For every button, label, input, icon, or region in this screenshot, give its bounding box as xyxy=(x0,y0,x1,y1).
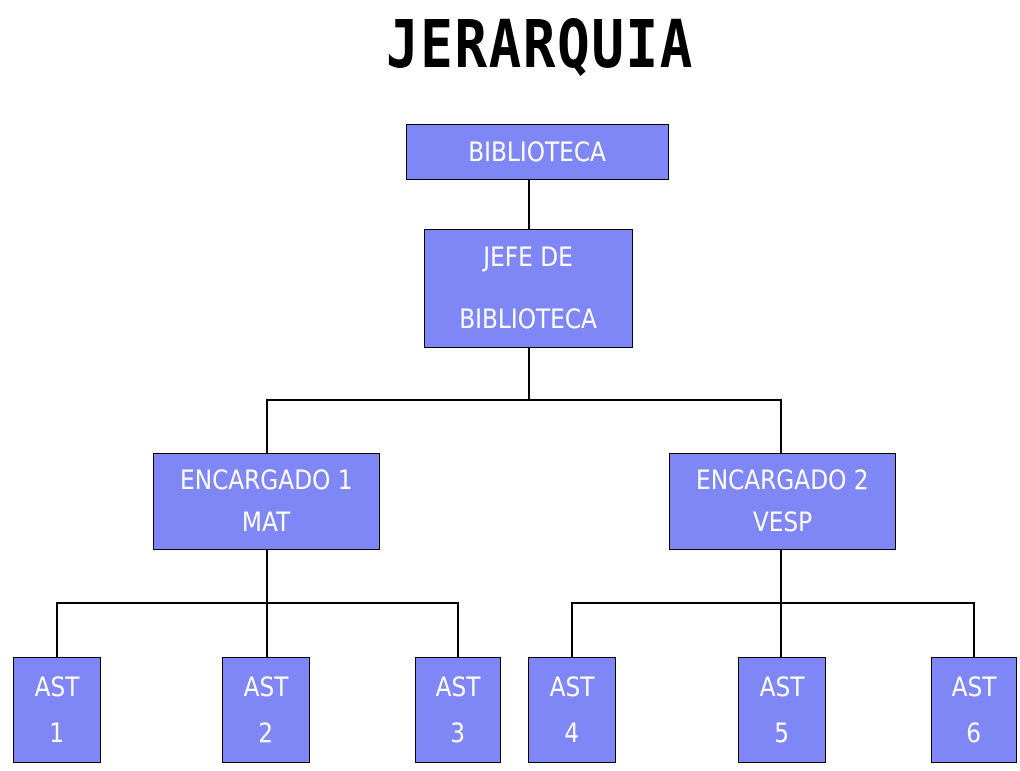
node-ast-label: AST xyxy=(951,671,997,703)
node-encargado-2: ENCARGADO 2 VESP xyxy=(669,453,896,550)
node-encargado-2-line1: ENCARGADO 2 xyxy=(696,464,869,496)
connector-encargado-1-down xyxy=(266,549,268,658)
node-ast-1: AST 1 xyxy=(13,657,101,763)
node-ast-number: 6 xyxy=(966,717,982,749)
node-ast-number: 2 xyxy=(258,717,274,749)
connector-jefe-down xyxy=(528,347,530,400)
node-ast-4: AST 4 xyxy=(528,657,616,763)
connector-encargado-2-down xyxy=(780,549,782,658)
node-ast-label: AST xyxy=(759,671,805,703)
node-ast-number: 1 xyxy=(49,717,65,749)
node-ast-number: 3 xyxy=(450,717,466,749)
node-jefe-line1: JEFE DE xyxy=(483,241,574,273)
connector-to-encargado-1 xyxy=(266,399,268,454)
node-ast-2: AST 2 xyxy=(222,657,310,763)
node-encargado-1-line1: ENCARGADO 1 xyxy=(180,464,353,496)
connector-to-encargado-2 xyxy=(780,399,782,454)
node-ast-3: AST 3 xyxy=(415,657,501,763)
node-ast-label: AST xyxy=(243,671,289,703)
connector-to-ast-3 xyxy=(457,602,459,658)
node-ast-5: AST 5 xyxy=(738,657,826,763)
node-ast-6: AST 6 xyxy=(931,657,1017,763)
node-jefe-de-biblioteca: JEFE DE BIBLIOTECA xyxy=(424,229,633,348)
node-encargado-2-line2: VESP xyxy=(752,506,813,538)
node-ast-label: AST xyxy=(34,671,80,703)
connector-ast-group-2-horizontal xyxy=(571,602,974,604)
node-ast-number: 5 xyxy=(774,717,790,749)
connector-to-ast-4 xyxy=(571,602,573,658)
connector-encargados-horizontal xyxy=(266,399,781,401)
connector-ast-group-1-horizontal xyxy=(56,602,458,604)
node-biblioteca: BIBLIOTECA xyxy=(406,124,669,180)
node-biblioteca-label: BIBLIOTECA xyxy=(468,136,607,168)
connector-to-ast-6 xyxy=(973,602,975,658)
node-jefe-line2: BIBLIOTECA xyxy=(459,303,598,335)
node-ast-label: AST xyxy=(435,671,481,703)
page-title: JERARQUIA xyxy=(385,6,695,83)
node-encargado-1-line2: MAT xyxy=(242,506,291,538)
node-encargado-1: ENCARGADO 1 MAT xyxy=(153,453,380,550)
node-ast-number: 4 xyxy=(564,717,580,749)
node-ast-label: AST xyxy=(549,671,595,703)
connector-to-ast-1 xyxy=(56,602,58,658)
connector-biblioteca-jefe xyxy=(528,179,530,230)
